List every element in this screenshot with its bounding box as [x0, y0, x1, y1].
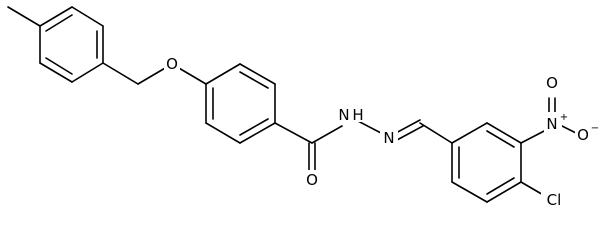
tolyl-ring — [39, 6, 104, 83]
structure-canvas: O N H N O N + O O − Cl — [7, 6, 599, 209]
nitro-oxygen-charge: − — [591, 123, 599, 134]
ether-oxygen-label: O — [166, 55, 178, 73]
hydrazide-n-label: N — [338, 106, 349, 124]
aryl-nitro-bond — [520, 128, 549, 144]
nitro-n-label: N — [546, 115, 557, 133]
nitro-n-charge: + — [560, 112, 568, 123]
ch-aryl-bond — [419, 122, 453, 144]
benzoyl-ring — [205, 63, 276, 144]
molecule-structure: O N H N O N + O O − Cl — [7, 6, 599, 209]
n-n-bond — [355, 119, 382, 134]
nitro-oxygen-right-label: O — [577, 126, 589, 144]
imine-double-bond-a — [393, 119, 421, 135]
hydrazide-h-label: H — [352, 106, 363, 124]
benzyl-ch2-bond — [102, 62, 139, 85]
nitro-oxygen-top-label: O — [546, 74, 558, 92]
methyl-bond — [7, 6, 41, 27]
chlorine-label: Cl — [547, 191, 562, 209]
carbonyl-oxygen-label: O — [306, 171, 318, 189]
imine-n-label: N — [383, 129, 394, 147]
carbonyl-nh-bond — [311, 125, 343, 144]
chloronitrophenyl-ring — [451, 122, 522, 203]
aryl-carbonyl-bond — [274, 122, 313, 144]
imine-double-bond-b — [396, 125, 424, 141]
